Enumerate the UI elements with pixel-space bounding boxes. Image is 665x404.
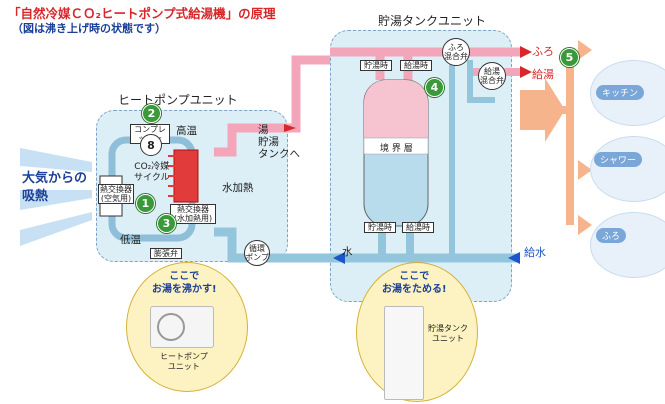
expansion-valve-label: 膨張弁 (150, 248, 182, 259)
water-pipe-label: 水 (342, 246, 353, 258)
diagram-subtitle: （図は沸き上げ時の状態です） (12, 22, 166, 35)
air-intake-arrows (20, 148, 92, 246)
hot-supply-bottom-label: 給湯時 (402, 222, 434, 233)
diagram-title: 「自然冷媒ＣＯ₂ヒートポンプ式給湯機」の原理 (8, 6, 276, 21)
air-heat-label: 大気からの 吸熱 (22, 171, 88, 204)
shower-scene (590, 136, 665, 202)
hx-water-label: 熱交換器 (水加熱用) (170, 204, 216, 224)
stored-bottom-label: 貯湯時 (364, 222, 396, 233)
compressor-icon: 8 (140, 134, 162, 156)
hx-air-label: 熱交換器 (空気用) (98, 184, 134, 204)
bath-scene (590, 212, 665, 278)
tank-unit-image (384, 306, 424, 400)
hp-unit-caption: ヒートポンプ ユニット (160, 352, 208, 371)
hot-supply-top-label: 給湯時 (400, 60, 432, 71)
shower-tag: シャワー (594, 152, 643, 167)
low-temp-label: 低温 (120, 234, 141, 246)
supply-water-label: 給水 (524, 246, 546, 259)
circulation-pump-icon: 循環 ポンプ (244, 240, 270, 266)
supply-mix-valve-label: 給湯 混合弁 (480, 67, 504, 85)
heat-bubble-text: ここで お湯を沸かす! (152, 271, 217, 295)
store-bubble-text: ここで お湯をためる! (382, 271, 447, 295)
fan-icon (157, 313, 185, 341)
bath-mix-valve-icon: ふろ 混合弁 (442, 38, 470, 66)
step-4: 4 (425, 78, 444, 97)
step-1: 1 (136, 194, 155, 213)
supply-mix-valve-icon: 給湯 混合弁 (478, 62, 506, 90)
boundary-label: 境 界 層 (380, 144, 413, 154)
circulation-pump-label: 循環 ポンプ (245, 244, 269, 262)
high-temp-label: 高温 (176, 125, 197, 137)
step-5: 5 (560, 48, 579, 67)
out-bath-label: ふろ (532, 45, 554, 58)
hot-to-tank-label: 湯 貯湯 タンクへ (258, 124, 300, 160)
water-heating-label: 水加熱 (222, 182, 254, 194)
step-2: 2 (142, 104, 161, 123)
tank-unit-caption: 貯湯タンク ユニット (428, 324, 468, 343)
outdoor-unit-image (150, 306, 214, 348)
out-supply-label: 給湯 (532, 68, 554, 81)
step-3: 3 (157, 214, 176, 233)
stored-top-left-label: 貯湯時 (360, 60, 392, 71)
bath-tag: ふろ (596, 228, 627, 243)
co2-cycle-label: CO₂冷媒 サイクル (134, 162, 170, 183)
kitchen-tag: キッチン (596, 85, 645, 100)
bath-mix-valve-label: ふろ 混合弁 (444, 43, 468, 61)
heat-pump-unit-title: ヒートポンプユニット (118, 93, 238, 107)
output-arrow (520, 78, 565, 142)
tank-unit-title: 貯湯タンクユニット (378, 14, 487, 28)
